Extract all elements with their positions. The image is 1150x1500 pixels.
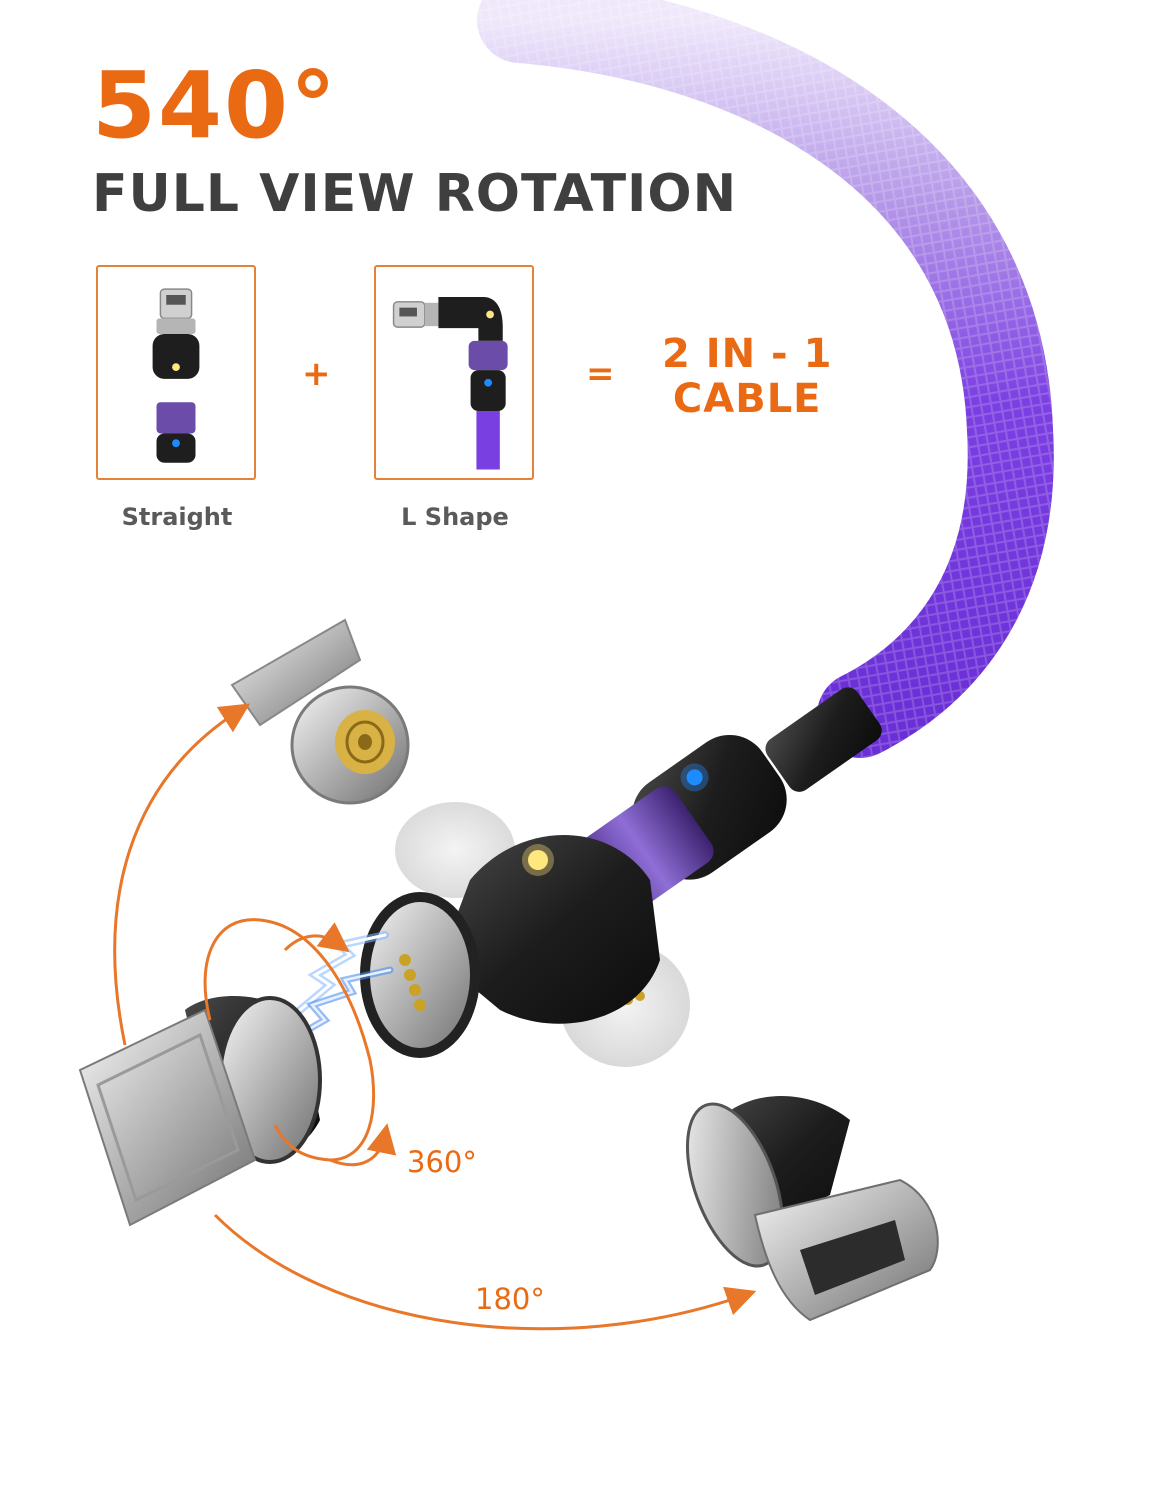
l-shape-mode-box	[374, 265, 534, 480]
pogo-pins	[399, 954, 426, 1011]
mode-label-straight: Straight	[121, 503, 233, 531]
result-line-2: CABLE	[672, 375, 822, 422]
subheadline: FULL VIEW ROTATION	[92, 164, 738, 224]
angle-label-180: 180°	[475, 1282, 545, 1316]
angle-label-360: 360°	[407, 1145, 477, 1179]
led-indicator	[528, 850, 548, 870]
lightning-tip	[685, 1096, 939, 1322]
swivel-head	[440, 835, 660, 1024]
straight-connector-icon	[152, 288, 200, 463]
l-shape-connector-icon	[392, 296, 508, 470]
micro-usb-tip	[230, 618, 410, 805]
outer-rotation-arrow	[113, 703, 251, 1046]
rotation-arrow-360	[203, 918, 376, 1162]
headline-540: 540°	[92, 52, 339, 159]
mode-label-l-shape: L Shape	[401, 503, 509, 531]
bottom-rotation-arrow	[213, 1213, 757, 1331]
result-line-1: 2 IN - 1	[662, 331, 833, 377]
plus-sign: +	[302, 354, 331, 394]
result-text: 2 IN - 1 CABLE	[662, 332, 832, 422]
straight-mode-box	[96, 265, 256, 480]
usb-c-tip	[78, 996, 322, 1227]
equals-sign: =	[586, 354, 615, 394]
